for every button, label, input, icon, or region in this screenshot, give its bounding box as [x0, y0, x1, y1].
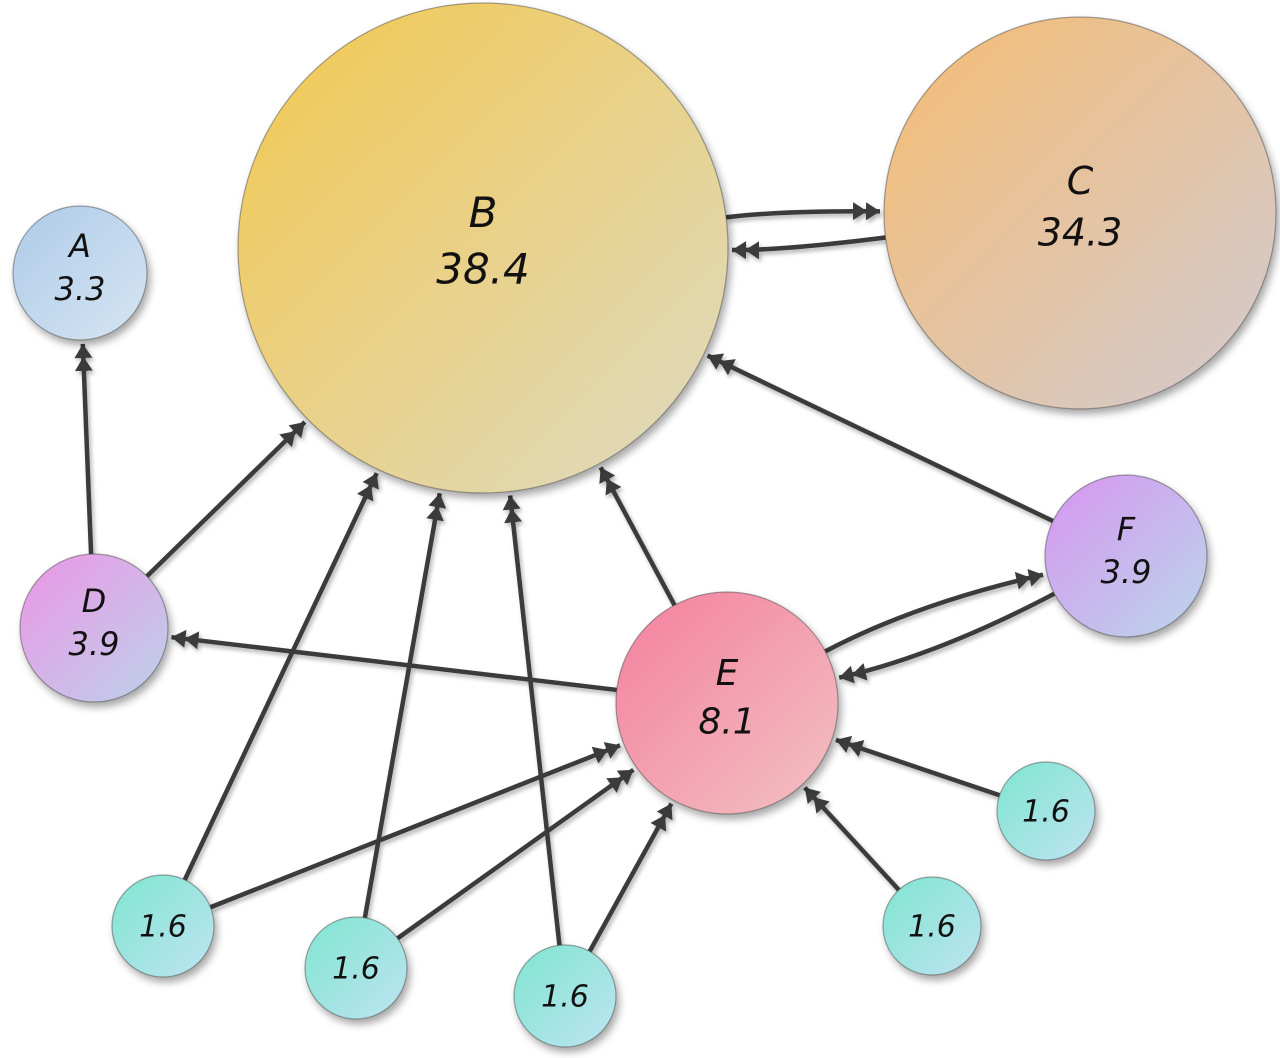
- node-circle-p5: [996, 761, 1096, 861]
- node-circle-p2: [304, 916, 408, 1020]
- node-value-p5: 1.6: [1022, 795, 1070, 830]
- edge-D-to-A: [74, 343, 94, 555]
- node-value-p4: 1.6: [908, 910, 956, 945]
- edge-B-to-C: [725, 202, 881, 221]
- edge-p4-to-E: [803, 786, 901, 892]
- node-D: D 3.9: [19, 553, 169, 703]
- node-circle-F: [1044, 474, 1208, 638]
- edge-p3-to-B: [502, 495, 562, 946]
- node-p5: 1.6: [996, 761, 1096, 861]
- edge-D-to-B: [145, 420, 307, 578]
- edge-C-to-B: [731, 235, 886, 260]
- node-value-B: 38.4: [436, 245, 530, 294]
- node-value-A: 3.3: [55, 270, 106, 308]
- edge-E-to-D: [171, 629, 618, 693]
- node-circle-B: [237, 2, 729, 494]
- node-F: F 3.9: [1044, 474, 1208, 638]
- node-value-p3: 1.6: [541, 980, 589, 1015]
- edge-E-to-F: [824, 569, 1044, 654]
- edge-F-to-E: [838, 591, 1056, 684]
- node-p2: 1.6: [304, 916, 408, 1020]
- node-p4: 1.6: [882, 876, 982, 976]
- node-p3: 1.6: [513, 944, 617, 1048]
- nodes-layer: A 3.3 B 38.4 C 34.3D 3.9E 8.1 F 3.9 1.6 1.6 1.6 1.6 1.…: [12, 2, 1277, 1048]
- node-value-p2: 1.6: [332, 952, 380, 987]
- node-value-p1: 1.6: [139, 910, 187, 945]
- node-circle-A: [12, 205, 148, 341]
- edge-p2-to-E: [396, 768, 635, 941]
- edge-p3-to-E: [587, 802, 674, 953]
- node-E: E 8.1: [615, 591, 839, 815]
- node-value-C: 34.3: [1038, 210, 1123, 254]
- edge-p1-to-E: [209, 742, 621, 910]
- node-A: A 3.3: [12, 205, 148, 341]
- node-B: B 38.4: [237, 2, 729, 494]
- node-circle-p4: [882, 876, 982, 976]
- edge-E-to-B: [598, 466, 677, 607]
- edge-p1-to-B: [182, 472, 379, 881]
- node-value-E: 8.1: [698, 702, 755, 743]
- node-p1: 1.6: [111, 874, 215, 978]
- node-circle-p3: [513, 944, 617, 1048]
- node-circle-E: [615, 591, 839, 815]
- node-letter-F: F: [1117, 510, 1136, 548]
- node-value-F: 3.9: [1101, 553, 1152, 591]
- node-value-D: 3.9: [69, 625, 120, 663]
- node-letter-E: E: [716, 653, 739, 694]
- node-circle-C: [883, 16, 1277, 410]
- node-C: C 34.3: [883, 16, 1277, 410]
- edge-p2-to-B: [362, 492, 447, 919]
- node-letter-D: D: [82, 582, 107, 620]
- node-circle-D: [19, 553, 169, 703]
- edge-F-to-B: [706, 353, 1054, 524]
- node-letter-C: C: [1067, 159, 1094, 203]
- edge-p5-to-E: [835, 735, 1001, 798]
- node-circle-p1: [111, 874, 215, 978]
- node-letter-A: A: [67, 227, 91, 265]
- edges-layer: [74, 202, 1056, 953]
- node-letter-B: B: [469, 188, 498, 237]
